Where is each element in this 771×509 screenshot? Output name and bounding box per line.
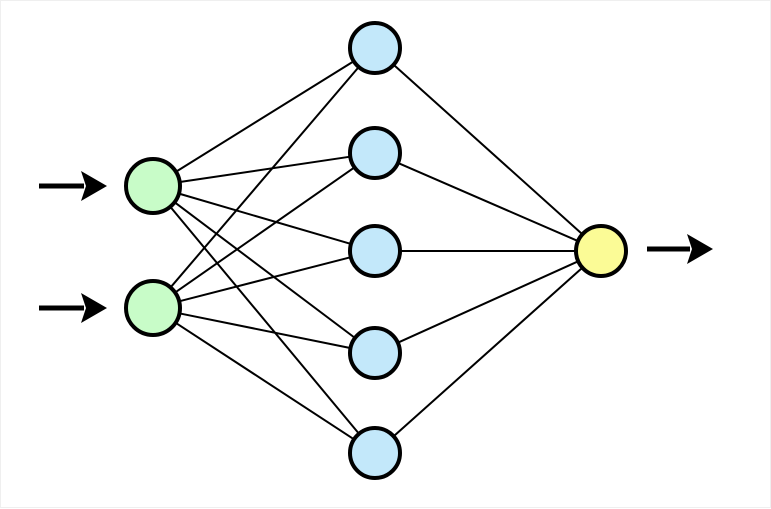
output-arrow-1 [647,234,713,264]
edge-i1-h5 [169,206,360,435]
edge-i2-h2 [174,166,355,293]
hidden-node-2[interactable] [348,126,402,180]
output-node-1[interactable] [574,224,628,278]
edge-i1-h1 [175,60,354,173]
output-arrow-1-head [687,234,713,264]
io-arrows-group [39,171,713,323]
edge-i1-h4 [174,201,356,339]
edge-h1-o1 [393,64,583,235]
input-node-1[interactable] [124,157,182,215]
edge-h4-o1 [397,260,579,344]
edge-i1-h2 [179,155,351,183]
edge-i2-h3 [179,256,351,303]
hidden-node-3[interactable] [348,224,402,278]
edge-h5-o1 [393,267,583,437]
edge-i2-h5 [175,322,355,440]
hidden-node-4[interactable] [348,326,402,380]
edge-i2-h1 [170,66,360,288]
edge-i1-h3 [178,192,352,245]
hidden-node-5[interactable] [348,426,402,480]
input-arrow-2 [39,293,107,323]
input-arrow-1-head [81,171,107,201]
edge-i2-h4 [179,312,351,349]
input-arrow-2-head [81,293,107,323]
input-node-2[interactable] [124,279,182,337]
edges-group [169,60,583,440]
edge-h2-o1 [397,162,579,242]
input-arrow-1 [39,171,107,201]
hidden-node-1[interactable] [348,21,402,75]
nodes-group [124,21,628,480]
